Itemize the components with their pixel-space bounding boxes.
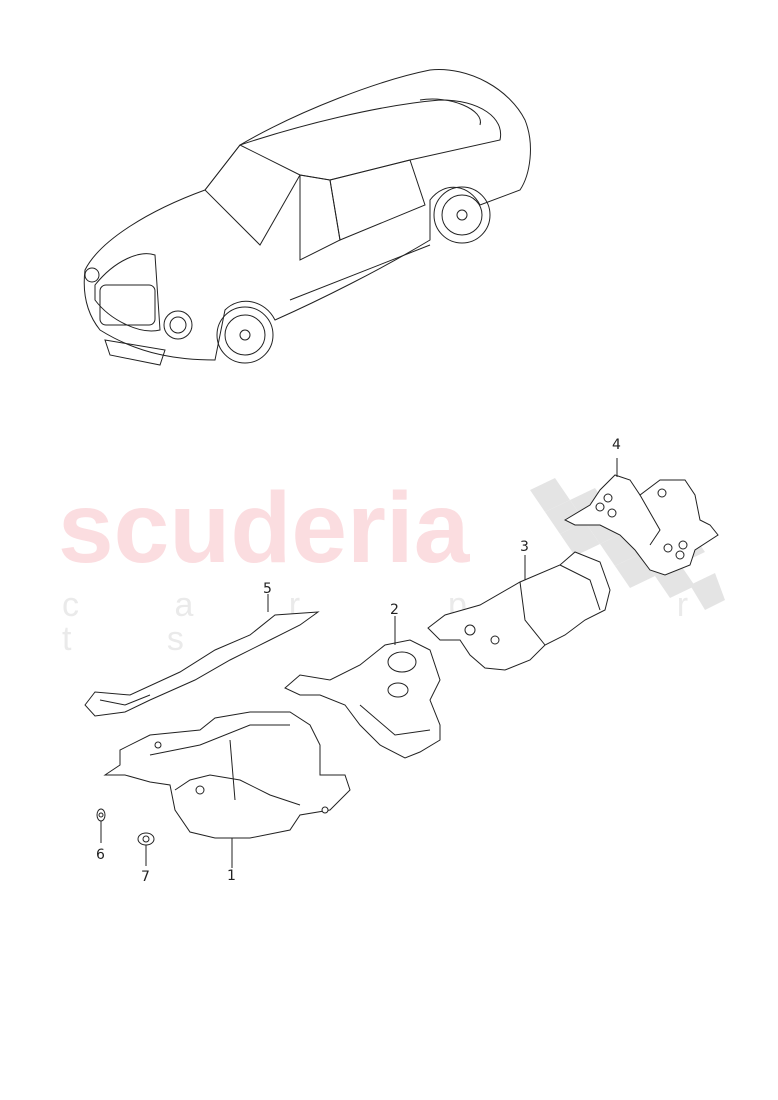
part-1-heat-shield	[103, 711, 351, 839]
callout-5[interactable]: 5	[263, 581, 272, 597]
part-7-clip	[137, 832, 155, 846]
part-5-heat-shield-strip	[84, 611, 320, 717]
part-4-heat-shield	[563, 474, 719, 576]
callout-4[interactable]: 4	[612, 437, 621, 453]
watermark-brand: scuderia	[58, 472, 470, 584]
callout-6[interactable]: 6	[96, 847, 105, 863]
callout-3[interactable]: 3	[520, 539, 529, 555]
part-3-heat-shield	[427, 551, 611, 671]
part-2-heat-shield	[284, 639, 441, 759]
vehicle-overview-drawing	[83, 69, 531, 366]
callout-2[interactable]: 2	[390, 602, 399, 618]
part-6-nut	[96, 808, 106, 822]
callout-7[interactable]: 7	[141, 869, 150, 885]
callout-1[interactable]: 1	[227, 868, 236, 884]
